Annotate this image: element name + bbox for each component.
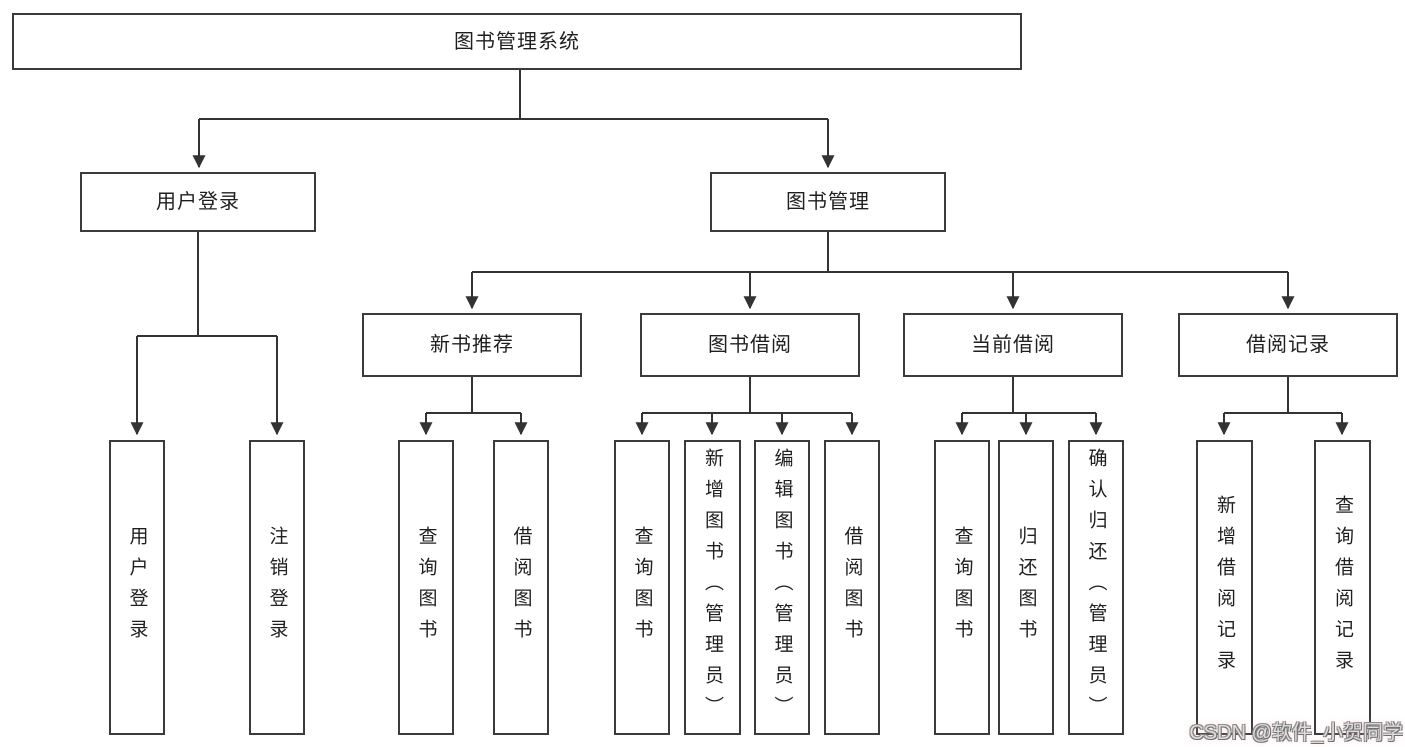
leaf-borrow-books-2: 借阅图书 [824,440,880,735]
node-label: 查询图书 [631,525,653,650]
leaf-query-books-3: 查询图书 [934,440,990,735]
node-label: 图书管理 [786,191,870,213]
leaf-return-book: 归还图书 [998,440,1054,735]
node-label: 借阅记录 [1246,334,1330,356]
leaf-query-borrow-record: 查询借阅记录 [1314,440,1371,735]
leaf-add-borrow-record: 新增借阅记录 [1196,440,1253,735]
node-label: 用户登录 [126,525,148,650]
node-label: 编辑图书（管理员） [771,448,793,727]
node-label: 注销登录 [266,525,288,650]
node-label: 归还图书 [1015,525,1037,650]
node-label: 用户登录 [156,191,240,213]
node-book-borrowing: 图书借阅 [640,313,860,377]
node-borrowing-records: 借阅记录 [1178,313,1398,377]
leaf-add-book-admin: 新增图书（管理员） [684,440,741,735]
node-label: 确认归还（管理员） [1085,448,1107,727]
node-label: 借阅图书 [841,525,863,650]
leaf-edit-book-admin: 编辑图书（管理员） [754,440,810,735]
node-label: 查询图书 [951,525,973,650]
node-label: 图书借阅 [708,334,792,356]
node-label: 查询借阅记录 [1332,494,1353,681]
node-current-borrowing: 当前借阅 [903,313,1123,377]
node-label: 图书管理系统 [454,30,580,53]
node-label: 新增图书（管理员） [702,448,723,727]
node-user-login-branch: 用户登录 [80,172,316,232]
leaf-confirm-return-admin: 确认归还（管理员） [1068,440,1124,735]
leaf-query-books-1: 查询图书 [398,440,454,735]
node-root-library-system: 图书管理系统 [12,13,1022,70]
node-label: 借阅图书 [510,525,532,650]
node-label: 当前借阅 [971,334,1055,356]
node-label: 新增借阅记录 [1214,494,1235,681]
leaf-user-login: 用户登录 [109,440,165,735]
node-label: 新书推荐 [430,334,514,356]
node-new-book-recommend: 新书推荐 [362,313,582,377]
leaf-logout: 注销登录 [249,440,305,735]
leaf-borrow-books-1: 借阅图书 [493,440,549,735]
node-label: 查询图书 [415,525,437,650]
csdn-watermark: CSDN @软件_小贺同学 [1189,722,1403,744]
node-book-management-branch: 图书管理 [710,172,946,232]
leaf-query-books-2: 查询图书 [614,440,670,735]
